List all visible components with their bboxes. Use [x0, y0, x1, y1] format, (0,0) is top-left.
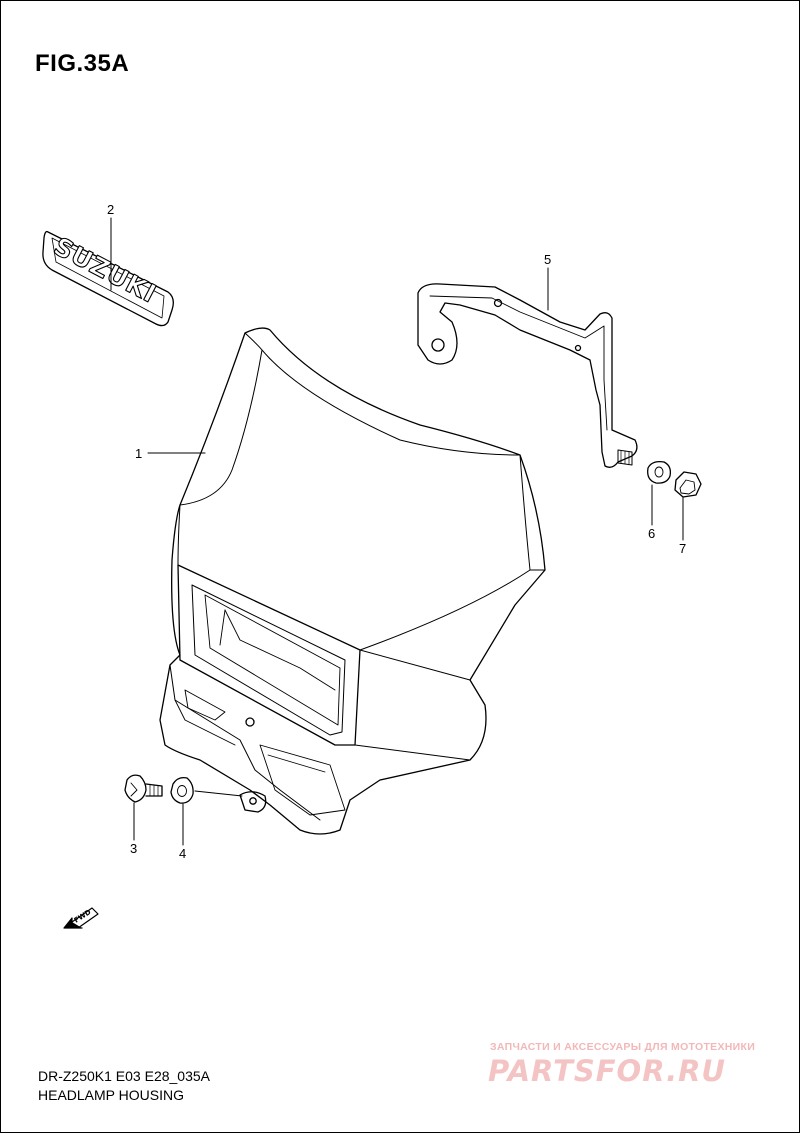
part-bolt[interactable] — [124, 774, 163, 803]
callout-7: 7 — [679, 541, 687, 556]
part-washer-collar[interactable] — [647, 460, 672, 484]
part-washer[interactable] — [170, 776, 194, 804]
callout-6: 6 — [648, 526, 656, 541]
model-code: DR-Z250K1 E03 E28_035A — [38, 1068, 210, 1084]
callout-2: 2 — [107, 202, 115, 217]
part-headlamp-bracket[interactable] — [417, 283, 638, 468]
callout-5: 5 — [544, 252, 552, 267]
part-emblem-decal[interactable]: SUZUKI — [42, 230, 174, 327]
part-nut[interactable] — [674, 471, 702, 498]
callout-3: 3 — [130, 841, 138, 856]
watermark-tagline: ЗАПЧАСТИ И АКСЕССУАРЫ ДЛЯ МОТОТЕХНИКИ — [490, 1041, 756, 1053]
callout-4: 4 — [179, 846, 187, 861]
leader-lines — [110, 217, 684, 846]
part-headlamp-housing[interactable] — [159, 327, 546, 835]
diagram-name: HEADLAMP HOUSING — [38, 1087, 184, 1103]
figure-title: FIG.35A — [35, 50, 130, 77]
forward-direction-arrow-icon: FWD — [63, 907, 99, 929]
callout-1: 1 — [135, 446, 143, 461]
watermark-logo: PARTSFOR.RU — [488, 1054, 726, 1088]
